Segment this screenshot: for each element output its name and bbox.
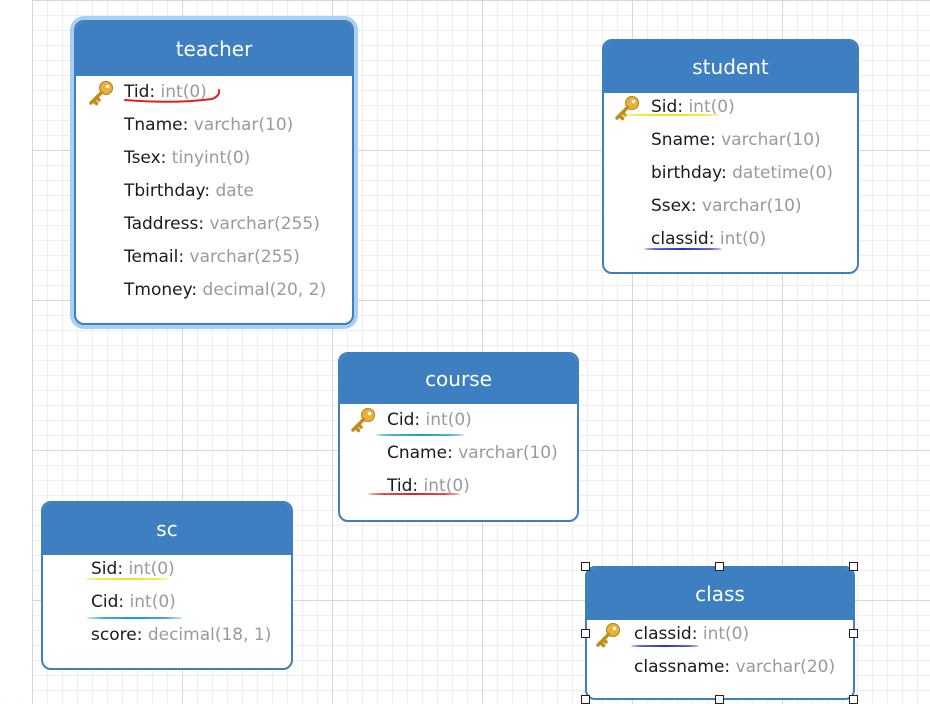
field-type: varchar(10): [702, 196, 802, 216]
field-type: decimal(18, 1): [147, 625, 272, 645]
field-name: score: [91, 625, 137, 645]
field-type: int(0): [160, 82, 207, 102]
field-type: varchar(255): [209, 214, 320, 234]
table-teacher[interactable]: teacher Tid: int(0) Tname: varchar(10) T…: [74, 20, 354, 325]
field-name: Sid: [651, 97, 678, 117]
field-row[interactable]: Taddress: varchar(255): [124, 214, 320, 234]
field-type: varchar(10): [193, 115, 294, 135]
table-student[interactable]: student Sid: int(0) Sname: varchar(10) b…: [602, 39, 859, 274]
field-name: classid: [634, 624, 692, 644]
field-name: classname: [634, 657, 725, 677]
field-type: int(0): [423, 476, 470, 496]
field-row[interactable]: score: decimal(18, 1): [91, 625, 272, 645]
navy-underline-mark: [631, 645, 699, 647]
field-type: int(0): [425, 410, 472, 430]
field-row[interactable]: Sid: int(0): [651, 97, 735, 117]
field-type: varchar(10): [458, 443, 558, 463]
field-row[interactable]: Tid: int(0): [124, 82, 207, 102]
field-type: varchar(10): [721, 130, 821, 150]
field-name: birthday: [651, 163, 721, 183]
field-row[interactable]: Cname: varchar(10): [387, 443, 558, 463]
field-name: Tname: [124, 115, 183, 135]
field-name: Tbirthday: [124, 181, 205, 201]
field-type: datetime(0): [732, 163, 833, 183]
field-row[interactable]: classname: varchar(20): [634, 657, 836, 677]
field-name: Tid: [387, 476, 413, 496]
yellow-underline-mark: [85, 578, 169, 580]
field-name: classid: [651, 229, 709, 249]
table-sc[interactable]: sc Sid: int(0) Cid: int(0) score: decima…: [41, 501, 293, 670]
blue-underline-mark: [87, 617, 182, 619]
field-type: int(0): [702, 624, 750, 644]
resize-handle-top-left[interactable]: [581, 562, 590, 571]
table-title-class: class: [587, 568, 853, 620]
field-name: Sid: [91, 559, 118, 579]
table-class[interactable]: class classid: int(0) classname: varchar…: [585, 566, 855, 700]
field-type: date: [215, 181, 254, 201]
field-row[interactable]: Temail: varchar(255): [124, 247, 300, 267]
red-underline-mark: [368, 493, 460, 495]
field-name: Tid: [124, 82, 150, 102]
field-type: decimal(20, 2): [202, 280, 327, 300]
field-row[interactable]: Cid: int(0): [387, 410, 472, 430]
red-underline-mark: [124, 89, 221, 103]
field-name: Tmoney: [124, 280, 192, 300]
field-name: Cid: [91, 592, 119, 612]
table-course[interactable]: course Cid: int(0) Cname: varchar(10) Ti…: [338, 352, 579, 522]
table-title-teacher: teacher: [76, 22, 352, 76]
resize-handle-right[interactable]: [849, 629, 858, 638]
field-row[interactable]: classid: int(0): [651, 229, 767, 249]
field-row[interactable]: Tsex: tinyint(0): [124, 148, 251, 168]
table-title-sc: sc: [43, 503, 291, 555]
table-title-course: course: [340, 354, 577, 404]
canvas-left-margin: [0, 0, 32, 703]
primary-key-icon: [89, 81, 113, 106]
field-type: varchar(20): [735, 657, 836, 677]
field-name: Cname: [387, 443, 448, 463]
yellow-underline-mark: [621, 114, 721, 116]
field-row[interactable]: Sid: int(0): [91, 559, 175, 579]
field-name: Sname: [651, 130, 711, 150]
field-name: Taddress: [124, 214, 199, 234]
primary-key-icon: [351, 408, 375, 433]
field-row[interactable]: Tbirthday: date: [124, 181, 254, 201]
field-type: int(0): [688, 97, 735, 117]
field-row[interactable]: Ssex: varchar(10): [651, 196, 802, 216]
field-row[interactable]: Sname: varchar(10): [651, 130, 821, 150]
blue-underline-mark: [376, 434, 464, 436]
primary-key-icon: [596, 623, 620, 648]
field-row[interactable]: Tmoney: decimal(20, 2): [124, 280, 327, 300]
field-row[interactable]: Cid: int(0): [91, 592, 176, 612]
primary-key-icon: [615, 96, 639, 121]
field-type: tinyint(0): [171, 148, 251, 168]
field-row[interactable]: Tid: int(0): [387, 476, 470, 496]
navy-underline-mark: [644, 248, 722, 250]
field-name: Temail: [124, 247, 179, 267]
field-type: varchar(255): [189, 247, 300, 267]
field-name: Cid: [387, 410, 415, 430]
field-name: Tsex: [124, 148, 161, 168]
table-title-student: student: [604, 41, 857, 93]
field-name: Ssex: [651, 196, 691, 216]
resize-handle-left[interactable]: [581, 629, 590, 638]
resize-handle-top-right[interactable]: [849, 562, 858, 571]
field-type: int(0): [129, 592, 176, 612]
field-row[interactable]: birthday: datetime(0): [651, 163, 833, 183]
resize-handle-top[interactable]: [715, 562, 724, 571]
field-row[interactable]: Tname: varchar(10): [124, 115, 294, 135]
field-row[interactable]: classid: int(0): [634, 624, 750, 644]
field-type: int(0): [128, 559, 175, 579]
field-type: int(0): [719, 229, 767, 249]
